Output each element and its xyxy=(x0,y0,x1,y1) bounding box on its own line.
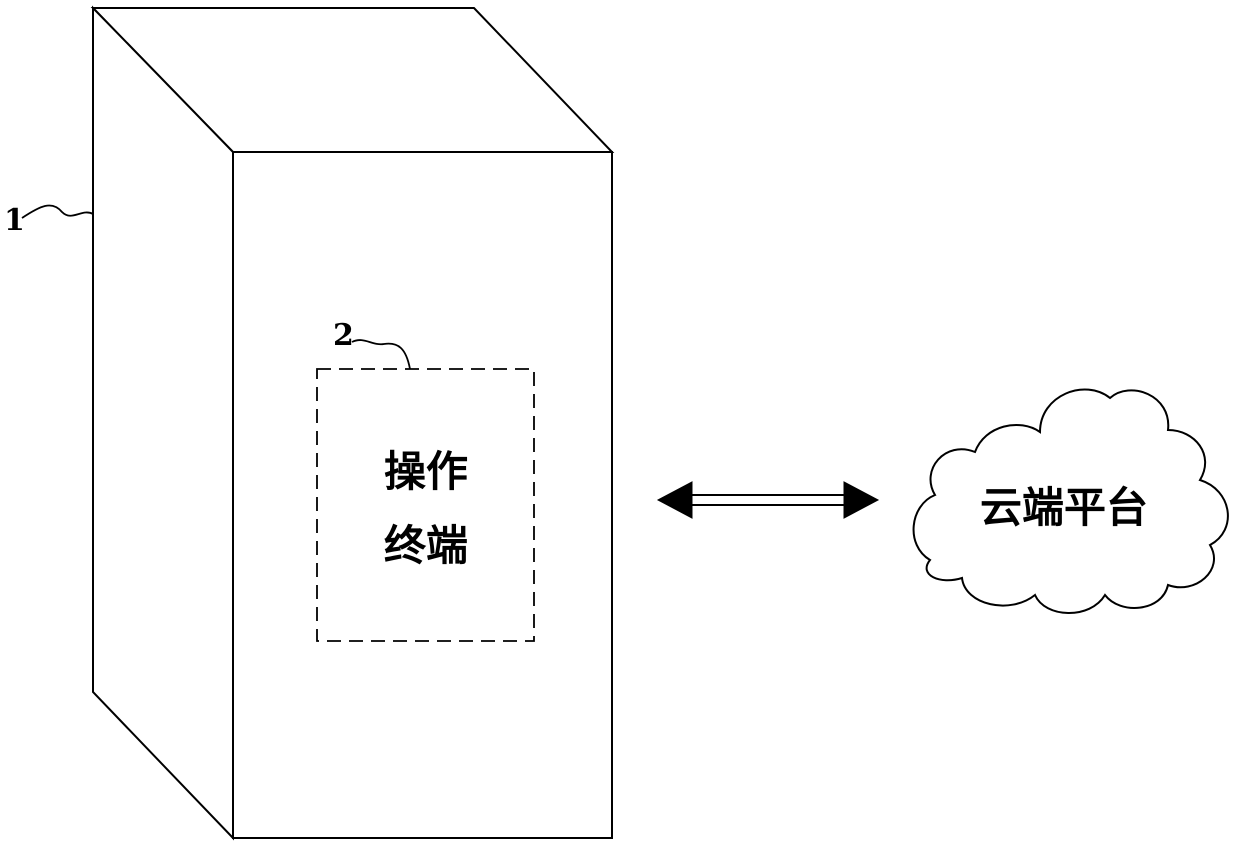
cloud-platform-label: 云端平台 xyxy=(980,483,1148,532)
terminal-label-line1: 操作 xyxy=(384,447,468,496)
arrow-head-right xyxy=(844,482,878,518)
cabinet-reference-number: 1 xyxy=(4,203,25,238)
cabinet-side-face xyxy=(93,8,233,838)
terminal-label-line2: 终端 xyxy=(384,521,468,570)
cabinet-leader-line xyxy=(22,205,93,218)
arrow-head-left xyxy=(658,482,692,518)
bidirectional-arrow xyxy=(658,482,878,518)
terminal-reference-number: 2 xyxy=(333,318,354,353)
